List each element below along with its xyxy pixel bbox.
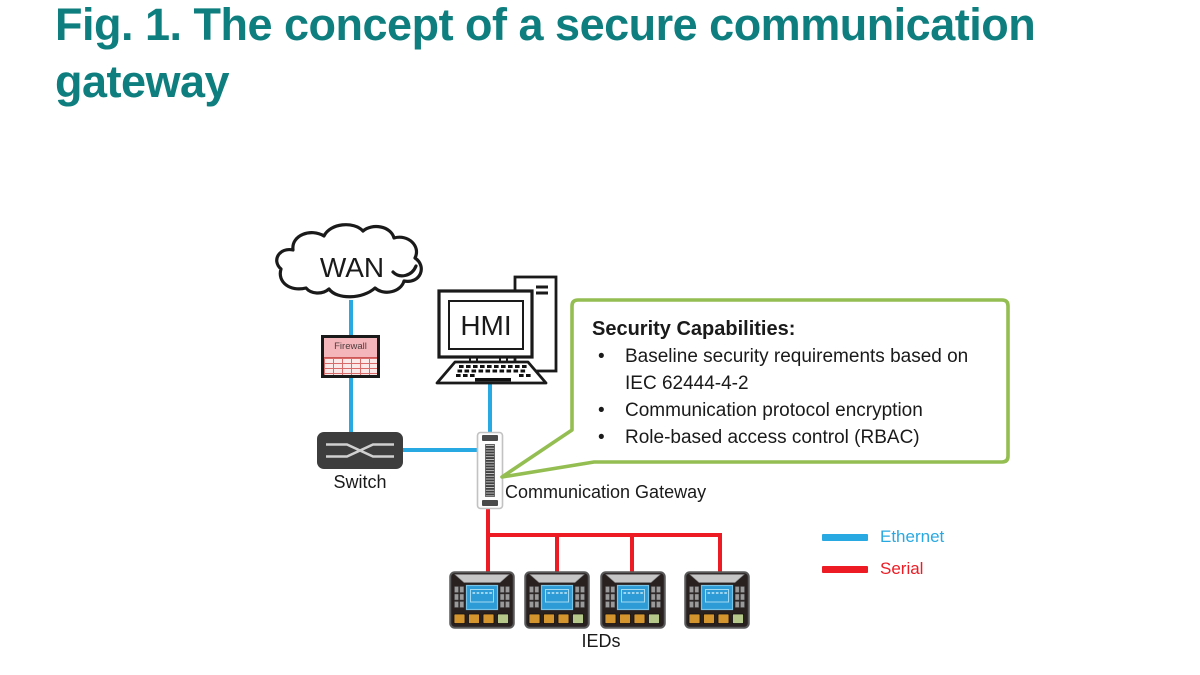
legend-item-ethernet: Ethernet bbox=[822, 526, 944, 548]
hmi-workstation-icon: HMI bbox=[435, 275, 558, 385]
communication-gateway-icon bbox=[476, 431, 504, 510]
callout-bullet-3: Role-based access control (RBAC) bbox=[592, 424, 992, 451]
communication-gateway-label: Communication Gateway bbox=[505, 482, 707, 502]
serial-legend-label: Serial bbox=[880, 559, 924, 578]
serial-bus-line bbox=[486, 533, 722, 537]
serial-drop-ied3 bbox=[630, 533, 634, 572]
serial-drop-ied2 bbox=[555, 533, 559, 572]
security-callout-content: Security Capabilities: Baseline security… bbox=[592, 316, 992, 451]
legend: Ethernet Serial bbox=[822, 526, 944, 590]
ied-device-3 bbox=[600, 571, 666, 629]
security-callout-list: Baseline security requirements based on … bbox=[592, 343, 992, 451]
figure-title-line2: gateway bbox=[55, 56, 230, 107]
hmi-screen bbox=[448, 300, 524, 350]
firewall-label: Firewall bbox=[334, 341, 367, 352]
serial-line-gateway-down bbox=[486, 506, 490, 572]
ethernet-line-wan-firewall bbox=[349, 300, 353, 338]
ied-device-1 bbox=[449, 571, 515, 629]
firewall-brick-pattern bbox=[324, 357, 377, 375]
wan-cloud-icon: WAN bbox=[275, 223, 423, 299]
switch-label: Switch bbox=[333, 472, 387, 492]
firewall-icon: Firewall bbox=[321, 335, 380, 378]
figure-title-line1: Fig. 1. The concept of a secure communic… bbox=[55, 0, 1036, 50]
ieds-label: IEDs bbox=[581, 631, 621, 651]
serial-swatch bbox=[822, 565, 868, 573]
ied-device-4 bbox=[684, 571, 750, 629]
serial-drop-ied4 bbox=[718, 533, 722, 572]
ethernet-line-firewall-switch bbox=[349, 376, 353, 434]
hmi-label: HMI bbox=[460, 310, 511, 341]
ethernet-line-hmi-gateway bbox=[488, 384, 492, 434]
ethernet-line-switch-gateway bbox=[402, 448, 479, 452]
callout-bullet-1: Baseline security requirements based on … bbox=[592, 343, 992, 397]
figure-title: Fig. 1. The concept of a secure communic… bbox=[55, 0, 1200, 110]
switch-icon bbox=[317, 432, 403, 469]
callout-bullet-2: Communication protocol encryption bbox=[592, 397, 992, 424]
ied-device-2 bbox=[524, 571, 590, 629]
ethernet-legend-label: Ethernet bbox=[880, 527, 945, 546]
ethernet-swatch bbox=[822, 533, 868, 541]
legend-item-serial: Serial bbox=[822, 558, 944, 580]
security-callout-title: Security Capabilities: bbox=[592, 318, 796, 340]
wan-label: WAN bbox=[320, 252, 384, 283]
